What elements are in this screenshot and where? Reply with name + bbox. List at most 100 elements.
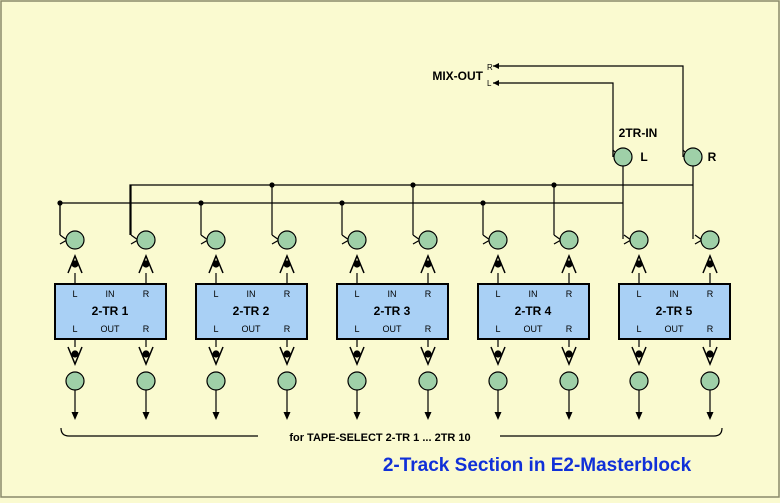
output-arrow-icon bbox=[212, 412, 220, 420]
module-box[interactable] bbox=[618, 283, 731, 340]
return-connector-icon bbox=[702, 346, 718, 366]
tape-select-label: for TAPE-SELECT 2-TR 1 ... 2TR 10 bbox=[289, 432, 470, 444]
bus-l-junction bbox=[339, 200, 345, 206]
module-out-l-label: L bbox=[213, 324, 218, 334]
input-knob-l[interactable] bbox=[347, 230, 367, 250]
insert-dot bbox=[212, 260, 220, 268]
input-knob-r[interactable] bbox=[418, 230, 438, 250]
tape-select-bracket bbox=[60, 427, 723, 437]
module-in-l-label: L bbox=[354, 289, 359, 299]
output-knob-l[interactable] bbox=[488, 371, 508, 391]
tr-in-r-knob[interactable] bbox=[683, 147, 703, 167]
module-in-l-label: L bbox=[636, 289, 641, 299]
return-connector-icon bbox=[561, 346, 577, 366]
input-knob-r[interactable] bbox=[277, 230, 297, 250]
module-in-l-label: L bbox=[213, 289, 218, 299]
output-knob-l[interactable] bbox=[629, 371, 649, 391]
output-arrow-icon bbox=[71, 412, 79, 420]
tr-in-label: 2TR-IN bbox=[619, 126, 658, 140]
module-out-l-label: L bbox=[354, 324, 359, 334]
mix-out-l-label: L bbox=[487, 79, 492, 88]
return-dot bbox=[283, 350, 291, 358]
output-knob-r[interactable] bbox=[277, 371, 297, 391]
input-knob-l[interactable] bbox=[65, 230, 85, 250]
output-knob-r[interactable] bbox=[700, 371, 720, 391]
module-in-l-label: L bbox=[495, 289, 500, 299]
insert-connector-icon bbox=[702, 254, 718, 274]
mix-out-r-arrow bbox=[493, 63, 499, 69]
output-knob-r[interactable] bbox=[418, 371, 438, 391]
output-arrow-icon bbox=[424, 412, 432, 420]
input-knob-r[interactable] bbox=[136, 230, 156, 250]
input-knob-l[interactable] bbox=[629, 230, 649, 250]
insert-connector-icon bbox=[138, 254, 154, 274]
return-connector-icon bbox=[138, 346, 154, 366]
input-knob-r[interactable] bbox=[700, 230, 720, 250]
module-box[interactable] bbox=[336, 283, 449, 340]
mix-out-r-label: R bbox=[487, 63, 493, 72]
module-name: 2-TR 1 bbox=[92, 304, 129, 318]
output-knob-r[interactable] bbox=[136, 371, 156, 391]
bus-r-junction bbox=[269, 182, 275, 188]
insert-connector-icon bbox=[631, 254, 647, 274]
mix-out-l-line bbox=[493, 82, 614, 157]
tr-in-r-label: R bbox=[708, 150, 717, 164]
output-knob-r[interactable] bbox=[559, 371, 579, 391]
output-arrow-icon bbox=[635, 412, 643, 420]
module-out-r-label: R bbox=[566, 324, 573, 334]
module-in-label: IN bbox=[670, 289, 679, 299]
return-dot bbox=[353, 350, 361, 358]
output-arrow-icon bbox=[494, 412, 502, 420]
insert-dot bbox=[353, 260, 361, 268]
insert-connector-icon bbox=[349, 254, 365, 274]
input-knob-r[interactable] bbox=[559, 230, 579, 250]
output-arrow-icon bbox=[565, 412, 573, 420]
module-out-label: OUT bbox=[242, 324, 262, 334]
output-arrow-icon bbox=[283, 412, 291, 420]
tr-in-l-knob[interactable] bbox=[613, 147, 633, 167]
return-connector-icon bbox=[420, 346, 436, 366]
module-in-r-label: R bbox=[707, 289, 714, 299]
output-knob-l[interactable] bbox=[347, 371, 367, 391]
input-knob-l[interactable] bbox=[488, 230, 508, 250]
bus-l-junction bbox=[57, 200, 63, 206]
module-box[interactable] bbox=[54, 283, 167, 340]
module-out-label: OUT bbox=[665, 324, 685, 334]
input-knob-l[interactable] bbox=[206, 230, 226, 250]
return-connector-icon bbox=[67, 346, 83, 366]
return-dot bbox=[494, 350, 502, 358]
insert-connector-icon bbox=[490, 254, 506, 274]
module-name: 2-TR 2 bbox=[233, 304, 270, 318]
module-out-r-label: R bbox=[284, 324, 291, 334]
module-in-r-label: R bbox=[284, 289, 291, 299]
return-connector-icon bbox=[631, 346, 647, 366]
module-box[interactable] bbox=[477, 283, 590, 340]
module-box[interactable] bbox=[195, 283, 308, 340]
module-out-l-label: L bbox=[72, 324, 77, 334]
module-out-label: OUT bbox=[383, 324, 403, 334]
module-name: 2-TR 5 bbox=[656, 304, 693, 318]
return-connector-icon bbox=[349, 346, 365, 366]
output-knob-l[interactable] bbox=[206, 371, 226, 391]
module-in-label: IN bbox=[388, 289, 397, 299]
return-connector-icon bbox=[490, 346, 506, 366]
output-knob-l[interactable] bbox=[65, 371, 85, 391]
module-in-label: IN bbox=[529, 289, 538, 299]
return-dot bbox=[424, 350, 432, 358]
module-in-r-label: R bbox=[143, 289, 150, 299]
module-out-l-label: L bbox=[495, 324, 500, 334]
bus-r bbox=[129, 184, 693, 235]
insert-dot bbox=[494, 260, 502, 268]
insert-dot bbox=[142, 260, 150, 268]
output-arrow-icon bbox=[706, 412, 714, 420]
module-out-label: OUT bbox=[101, 324, 121, 334]
insert-connector-icon bbox=[67, 254, 83, 274]
module-in-r-label: R bbox=[425, 289, 432, 299]
return-connector-icon bbox=[279, 346, 295, 366]
tr-in-l-label: L bbox=[640, 150, 647, 164]
mix-out-r-line bbox=[493, 65, 684, 157]
module-in-label: IN bbox=[247, 289, 256, 299]
